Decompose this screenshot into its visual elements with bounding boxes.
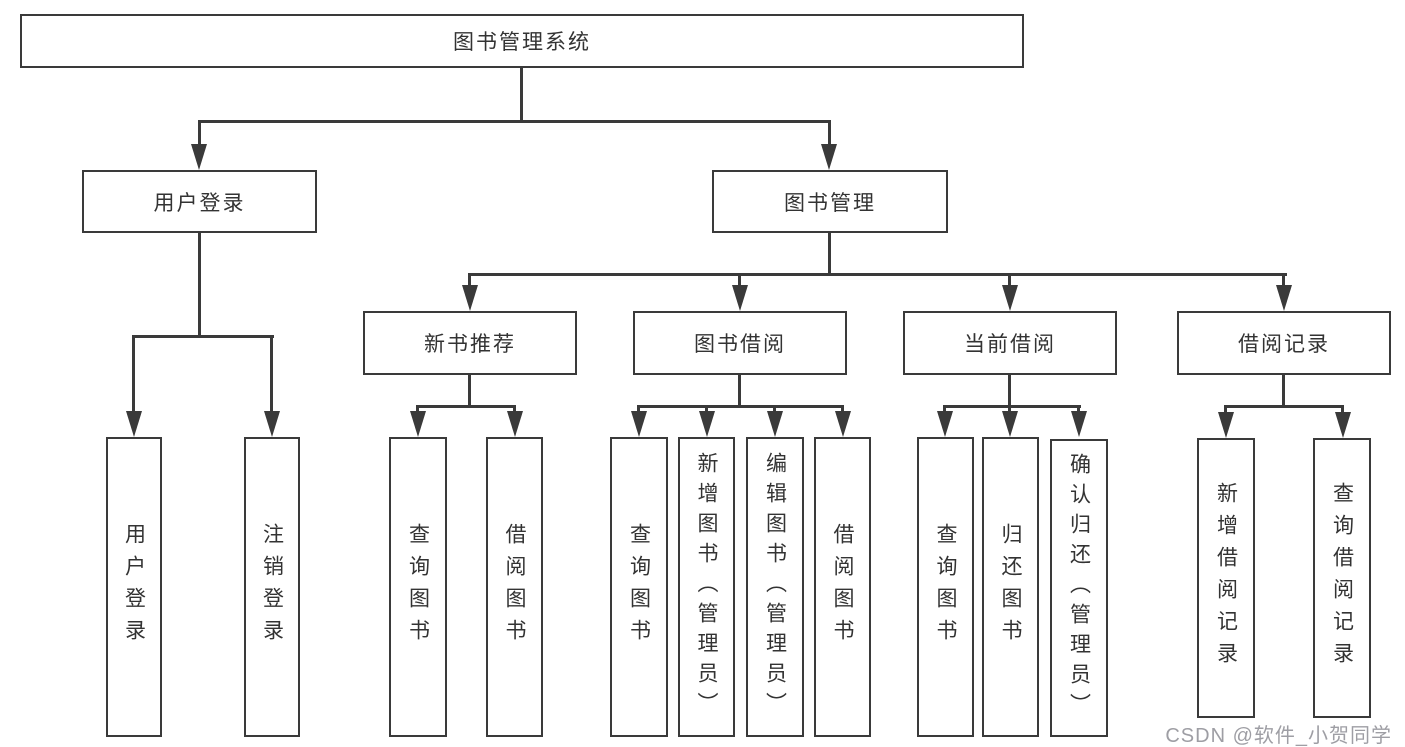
arrowhead-new-books [462,285,478,311]
leaf-label: 借阅图书 [831,523,854,651]
node-library-management-system: 图书管理系统 [20,14,1024,68]
leaf-borrow-books: 借阅图书 [814,437,871,737]
arrowhead-borrow-records [1276,285,1292,311]
arrowhead-leaf [507,411,523,437]
node-current-borrowing: 当前借阅 [903,311,1117,375]
arrowhead-leaf [1218,412,1234,438]
connector-stem-leaf [841,405,844,415]
connector-stem-leaf [637,405,640,415]
leaf-return-books: 归还图书 [982,437,1039,737]
node-label: 借阅记录 [1238,333,1330,356]
connector-trunk-book-mgmt [828,233,831,273]
connector-branch-new-books [416,405,516,408]
leaf-add-books-admin: 新增图书（管理员） [678,437,735,737]
arrowhead-leaf [631,411,647,437]
connector-branch-level3 [468,273,1287,276]
leaf-query-books-recommend: 查询图书 [389,437,447,737]
arrowhead-current-borrow [1002,285,1018,311]
arrowhead-leaf [410,411,426,437]
connector-stem-leaf [943,405,946,415]
connector-branch-level2 [198,120,831,123]
arrowhead-leaf [937,411,953,437]
connector-trunk-new-books [468,375,471,405]
node-new-book-recommend: 新书推荐 [363,311,577,375]
arrowhead-book-borrow [732,285,748,311]
node-user-login: 用户登录 [82,170,317,233]
leaf-query-books-borrow: 查询图书 [610,437,668,737]
leaf-add-borrow-record: 新增借阅记录 [1197,438,1255,718]
arrowhead-user-login [191,144,207,170]
node-borrowing-records: 借阅记录 [1177,311,1391,375]
connector-stem-leaf [773,405,776,415]
connector-stem-leaf [1008,405,1011,415]
leaf-query-books-current: 查询图书 [917,437,974,737]
arrowhead-leaf [1071,411,1087,437]
connector-stem-new-books [468,273,471,289]
leaf-borrow-books-recommend: 借阅图书 [486,437,543,737]
leaf-label: 新增借阅记录 [1214,482,1238,674]
connector-trunk-current-borrow [1008,375,1011,405]
leaf-label: 查询借阅记录 [1330,482,1354,674]
connector-stem-current-borrow [1008,273,1011,289]
connector-stem-book-borrow [738,273,741,289]
leaf-query-borrow-record: 查询借阅记录 [1313,438,1371,718]
leaf-label: 编辑图书（管理员） [763,452,787,722]
arrowhead-login-leaf [126,411,142,437]
connector-stem-user-login [198,120,201,148]
connector-stem-login-leaf [132,335,135,415]
connector-stem-borrow-records [1282,273,1285,289]
arrowhead-logout-leaf [264,411,280,437]
connector-stem-leaf [416,405,419,415]
connector-stem-leaf [1341,405,1344,416]
arrowhead-leaf [1335,412,1351,438]
connector-trunk-user-login [198,233,201,335]
connector-branch-current-borrow [943,405,1081,408]
leaf-label: 注销登录 [260,523,284,651]
leaf-label: 归还图书 [999,523,1022,651]
arrowhead-book-mgmt [821,144,837,170]
connector-branch-borrow-records [1224,405,1344,408]
leaf-label: 用户登录 [122,523,146,651]
connector-stem-leaf [1077,405,1080,415]
leaf-user-login: 用户登录 [106,437,162,737]
connector-branch-book-borrow [637,405,844,408]
node-label: 图书管理 [784,191,876,215]
leaf-label: 确认归还（管理员） [1067,453,1091,723]
leaf-label: 新增图书（管理员） [695,452,718,722]
connector-trunk-book-borrow [738,375,741,405]
arrowhead-leaf [699,411,715,437]
node-label: 图书管理系统 [453,31,591,54]
leaf-logout: 注销登录 [244,437,300,737]
node-label: 新书推荐 [424,333,516,356]
arrowhead-leaf [767,411,783,437]
node-book-management: 图书管理 [712,170,948,233]
connector-branch-user-login [132,335,274,338]
connector-stem-leaf [1224,405,1227,416]
node-book-borrowing: 图书借阅 [633,311,847,375]
connector-trunk-root [520,68,523,120]
arrowhead-leaf [1002,411,1018,437]
connector-trunk-borrow-records [1282,375,1285,405]
node-label: 当前借阅 [964,333,1056,356]
connector-stem-book-mgmt [828,120,831,148]
leaf-edit-books-admin: 编辑图书（管理员） [746,437,804,737]
leaf-confirm-return-admin: 确认归还（管理员） [1050,439,1108,737]
connector-stem-leaf [513,405,516,415]
leaf-label: 借阅图书 [503,523,526,651]
csdn-watermark: CSDN @软件_小贺同学 [1165,725,1392,747]
connector-stem-logout-leaf [270,335,273,415]
arrowhead-leaf [835,411,851,437]
node-label: 图书借阅 [694,333,786,356]
leaf-label: 查询图书 [406,523,430,651]
leaf-label: 查询图书 [934,523,957,651]
node-label: 用户登录 [153,191,246,215]
leaf-label: 查询图书 [627,523,651,651]
connector-stem-leaf [705,405,708,415]
